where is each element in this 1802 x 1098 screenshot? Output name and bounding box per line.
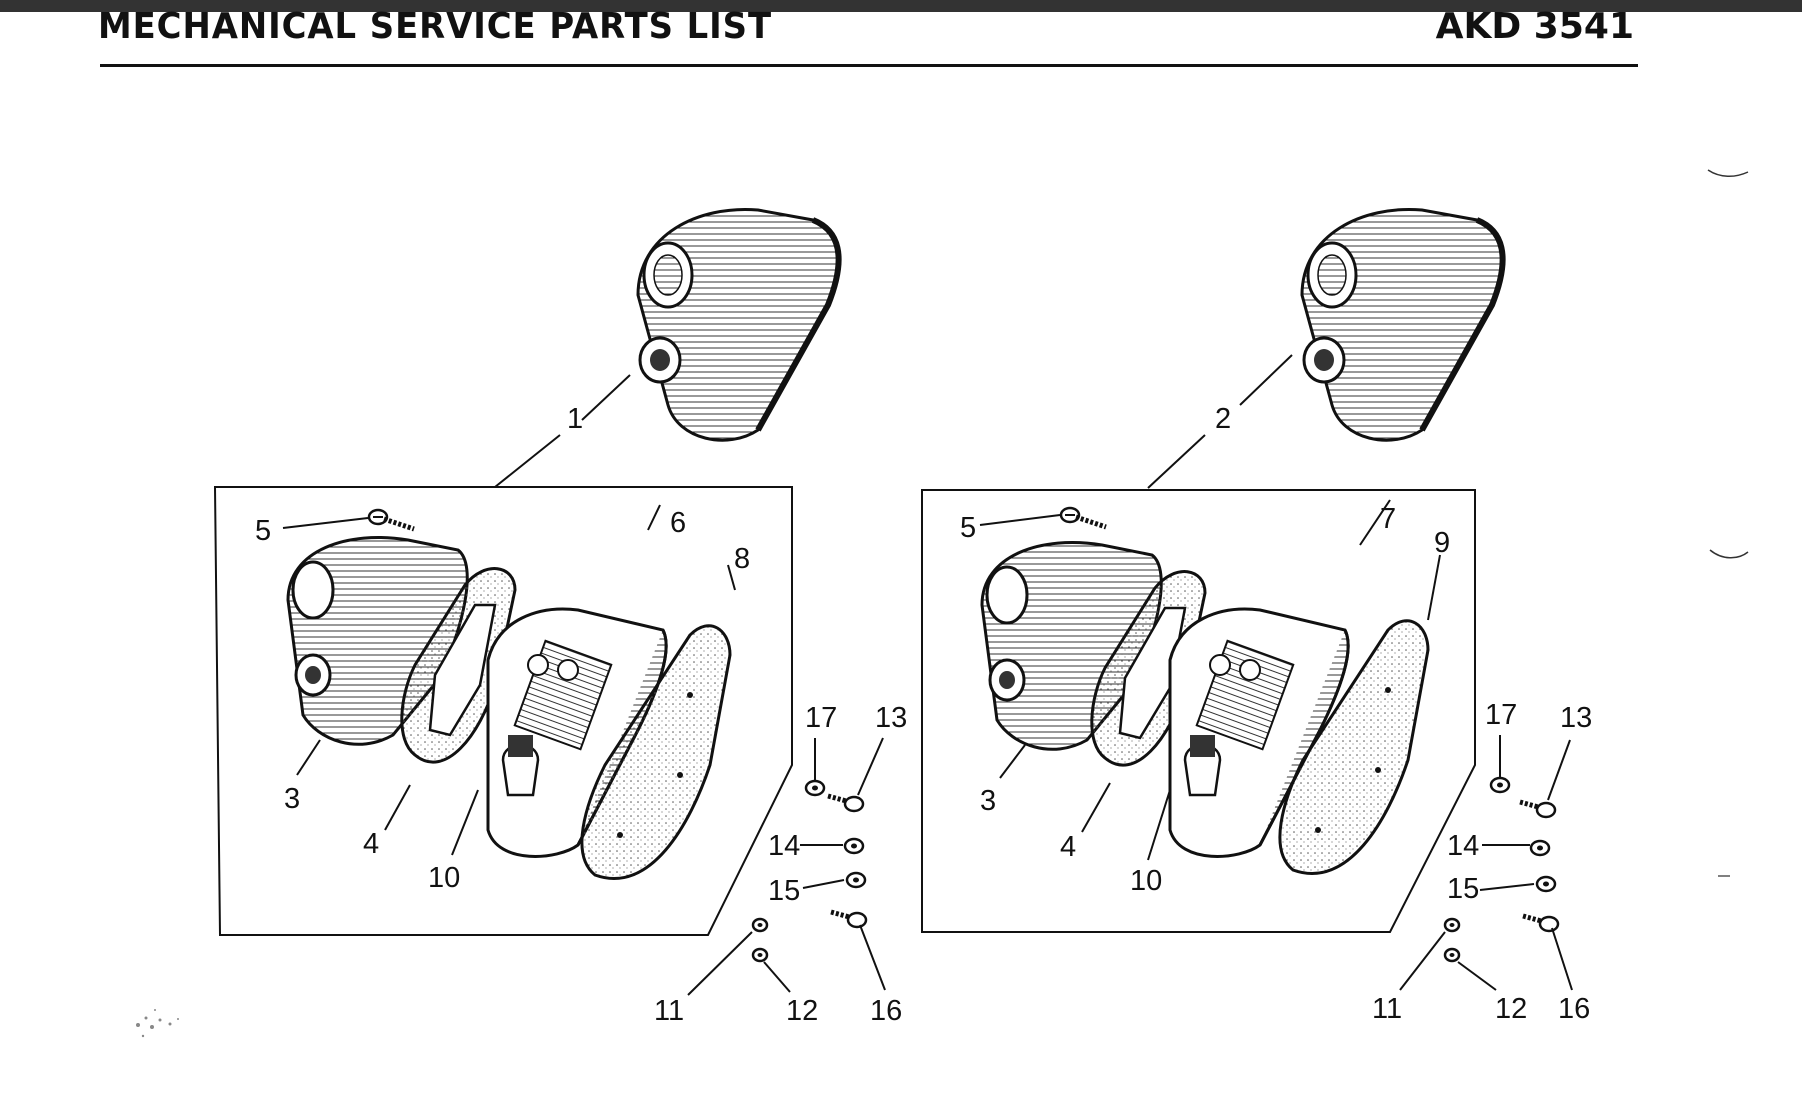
- callout-9: 9: [1434, 527, 1450, 559]
- part-screw: [369, 510, 414, 529]
- part-nut: [845, 871, 867, 889]
- viewer-top-bar: [0, 0, 1802, 12]
- scan-mark: [1707, 169, 1749, 177]
- assembly-1-diagram: 1 5 3 4 6 8 10 17 13 14 15 16 11 12: [213, 209, 907, 1027]
- callout-4: 4: [1060, 831, 1076, 863]
- callout-2: 2: [1215, 403, 1231, 435]
- callout-13: 13: [875, 702, 907, 734]
- callout-14: 14: [1447, 830, 1479, 862]
- exploded-frame: [921, 489, 1476, 933]
- callout-17: 17: [1485, 699, 1517, 731]
- part-lamp-housing: [638, 209, 839, 440]
- scan-smudge: [136, 1009, 179, 1038]
- document-code: AKD 3541: [1435, 6, 1634, 47]
- callout-7: 7: [1380, 503, 1396, 535]
- callout-14: 14: [768, 830, 800, 862]
- part-washer: [1443, 947, 1461, 963]
- callout-6: 6: [670, 507, 686, 539]
- callout-3: 3: [980, 785, 996, 817]
- assembly-2-diagram: 2 5 3 4 7 9 10 17 13 14 15 16 11 12: [921, 209, 1592, 1025]
- scan-mark: [1709, 549, 1749, 559]
- callout-13: 13: [1560, 702, 1592, 734]
- exploded-frame: [213, 486, 793, 936]
- callout-4: 4: [363, 828, 379, 860]
- part-nut: [1529, 839, 1551, 857]
- callout-11: 11: [654, 995, 684, 1027]
- callout-1: 1: [567, 403, 583, 435]
- part-stud: [828, 796, 863, 811]
- part-nut: [843, 837, 865, 855]
- callout-3: 3: [284, 783, 300, 815]
- part-washer: [751, 917, 769, 933]
- header-rule: [100, 64, 1638, 67]
- callout-15: 15: [1447, 873, 1479, 905]
- callout-16: 16: [870, 995, 902, 1027]
- callout-5: 5: [960, 512, 976, 544]
- part-nut: [1535, 875, 1557, 893]
- callout-16: 16: [1558, 993, 1590, 1025]
- callout-10: 10: [1130, 865, 1162, 897]
- part-lamp-housing: [1302, 209, 1503, 440]
- callout-11: 11: [1372, 993, 1402, 1025]
- part-washer: [1443, 917, 1461, 933]
- part-washer: [751, 947, 769, 963]
- callout-17: 17: [805, 702, 837, 734]
- part-stud: [1520, 802, 1555, 817]
- callout-12: 12: [786, 995, 818, 1027]
- callout-5: 5: [255, 515, 271, 547]
- part-nut: [804, 779, 826, 797]
- part-screw: [1061, 508, 1106, 527]
- page-title: MECHANICAL SERVICE PARTS LIST: [98, 6, 773, 47]
- part-nut: [1489, 776, 1511, 794]
- callout-8: 8: [734, 543, 750, 575]
- callout-15: 15: [768, 875, 800, 907]
- callout-10: 10: [428, 862, 460, 894]
- callout-12: 12: [1495, 993, 1527, 1025]
